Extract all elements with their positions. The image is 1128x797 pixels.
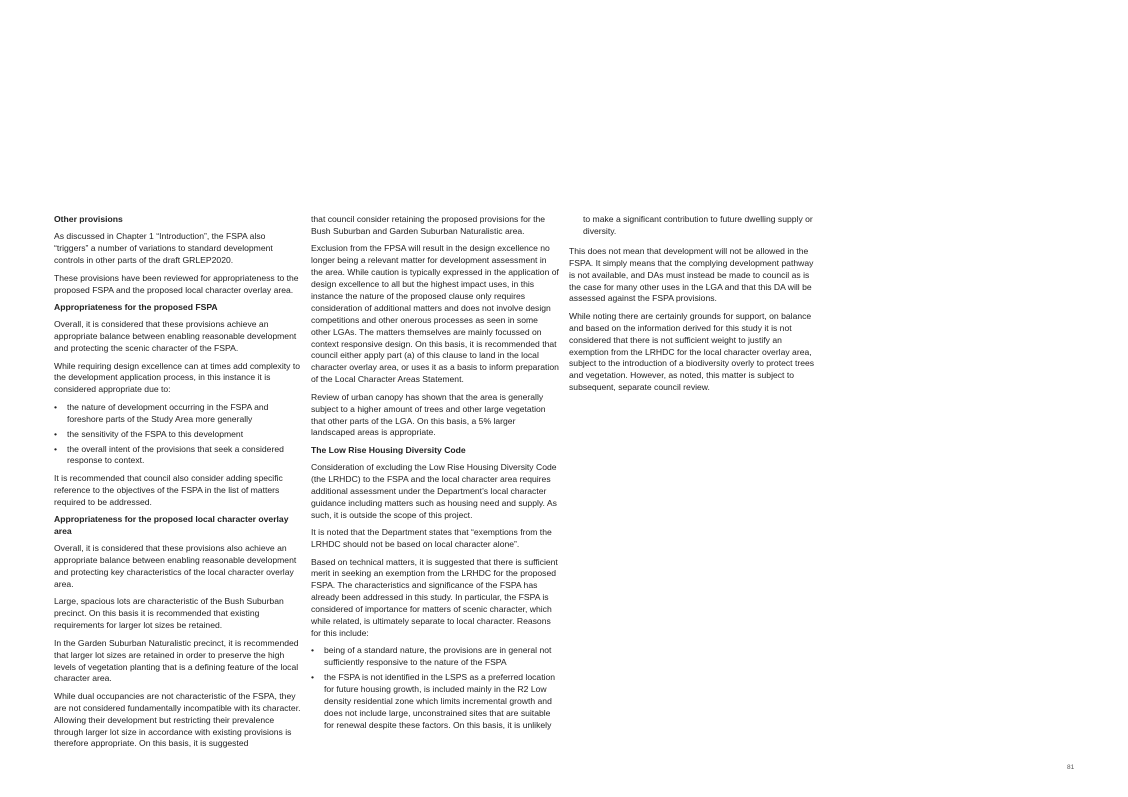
list-continuation: to make a significant contribution to fu…	[583, 214, 813, 236]
paragraph: As discussed in Chapter 1 “Introduction”…	[54, 231, 273, 266]
paragraph: While noting there are certainly grounds…	[569, 310, 815, 393]
paragraph: This does not mean that development will…	[569, 245, 814, 304]
column-2: that council consider retaining the prop…	[311, 214, 559, 737]
heading-other-provisions: Other provisions	[54, 214, 123, 224]
column-3: to make a significant contribution to fu…	[569, 214, 819, 400]
paragraph: These provisions have been reviewed for …	[54, 272, 299, 295]
page-number: 81	[1067, 764, 1075, 771]
paragraph: Overall, it is considered that these pro…	[54, 543, 297, 590]
paragraph: Large, spacious lots are characteristic …	[54, 596, 284, 631]
list-item: the FSPA is not identified in the LSPS a…	[311, 672, 559, 732]
paragraph: In the Garden Suburban Naturalistic prec…	[54, 637, 299, 684]
bullet-list: being of a standard nature, the provisio…	[311, 645, 559, 731]
paragraph: that council consider retaining the prop…	[311, 214, 546, 236]
list-item: being of a standard nature, the provisio…	[311, 645, 559, 669]
paragraph: Overall, it is considered that these pro…	[54, 319, 297, 354]
paragraph: Consideration of excluding the Low Rise …	[311, 462, 557, 520]
bullet-list: the nature of development occurring in t…	[54, 402, 301, 468]
heading-lrhdc: The Low Rise Housing Diversity Code	[311, 444, 466, 455]
column-1: Other provisions As discussed in Chapter…	[54, 214, 301, 756]
list-item: the overall intent of the provisions tha…	[54, 444, 301, 468]
heading-appropriateness-local-character: Appropriateness for the proposed local c…	[54, 514, 289, 536]
paragraph: Based on technical matters, it is sugges…	[311, 556, 558, 638]
paragraph: It is noted that the Department states t…	[311, 527, 552, 550]
paragraph: Exclusion from the FPSA will result in t…	[311, 243, 559, 385]
paragraph: While requiring design excellence can at…	[54, 360, 301, 395]
list-item: the nature of development occurring in t…	[54, 402, 301, 426]
paragraph: While dual occupancies are not character…	[54, 690, 301, 749]
paragraph: It is recommended that council also cons…	[54, 472, 283, 507]
heading-appropriateness-fspa: Appropriateness for the proposed FSPA	[54, 301, 218, 312]
list-item: the sensitivity of the FSPA to this deve…	[54, 429, 301, 441]
paragraph: Review of urban canopy has shown that th…	[311, 391, 546, 438]
